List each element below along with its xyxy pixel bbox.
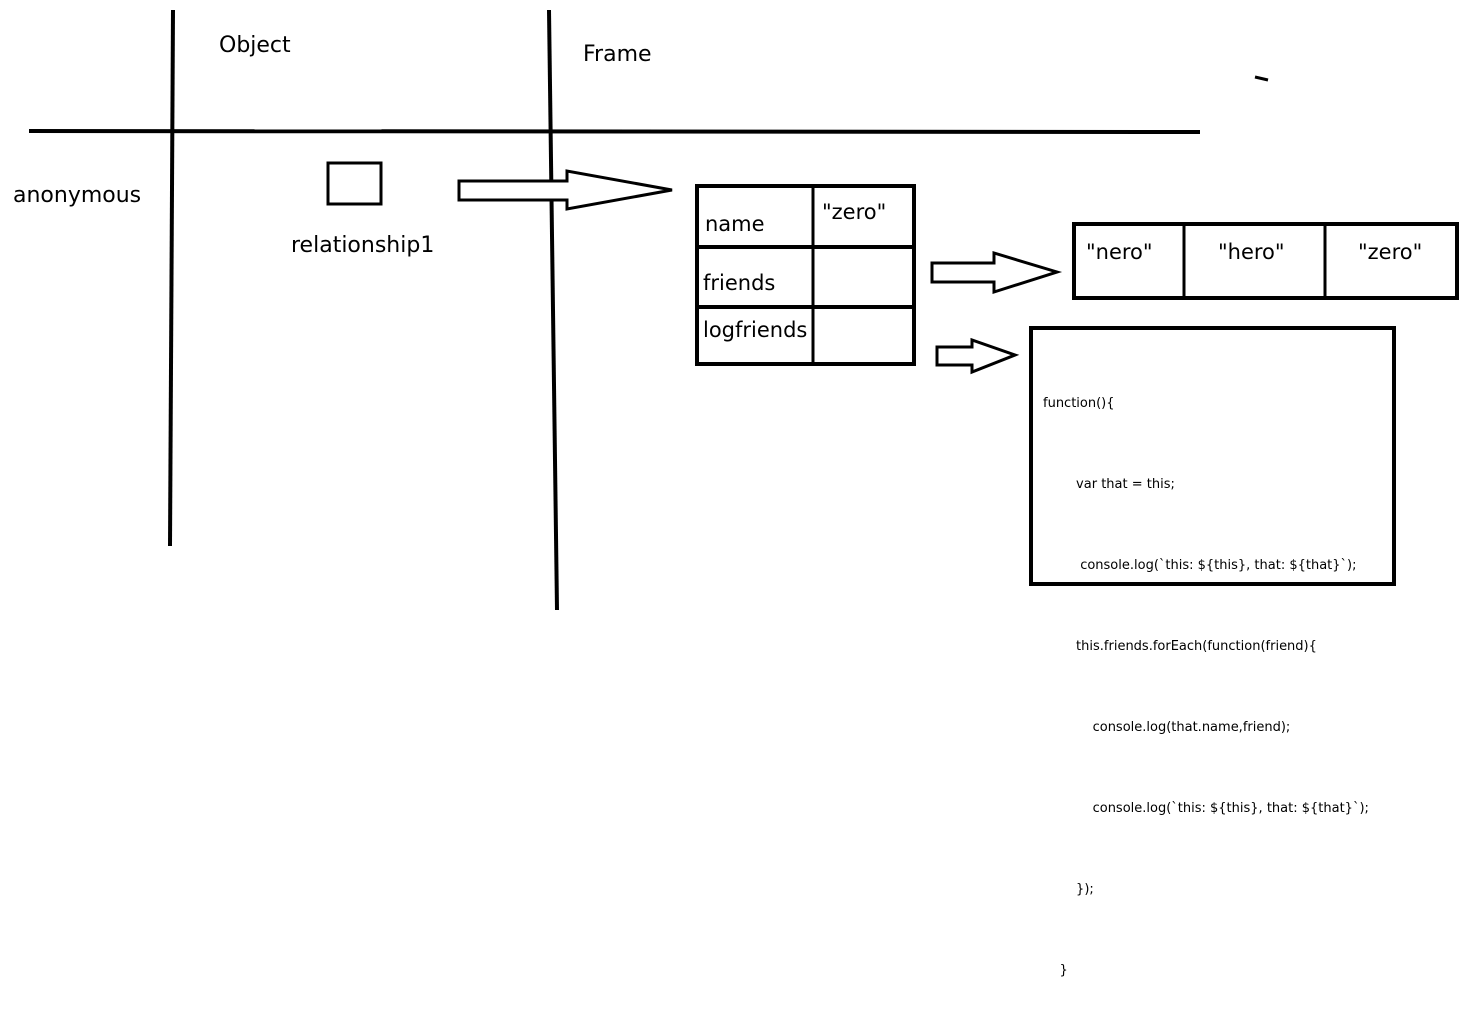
header-object: Object bbox=[219, 33, 291, 58]
code-line: }); bbox=[1043, 882, 1094, 897]
array-item: "hero" bbox=[1218, 240, 1285, 264]
array-item: "nero" bbox=[1086, 240, 1153, 264]
code-line: this.friends.forEach(function(friend){ bbox=[1043, 639, 1317, 654]
arrow-variable-to-frame bbox=[457, 169, 673, 211]
frame-key-logfriends: logfriends bbox=[703, 318, 808, 342]
friends-array-outline bbox=[1072, 222, 1459, 300]
code-line: var that = this; bbox=[1043, 477, 1175, 492]
code-line: function(){ bbox=[1043, 396, 1115, 411]
row-label-anonymous: anonymous bbox=[13, 183, 142, 208]
vertical-divider-frame bbox=[547, 9, 559, 611]
frame-value-name: "zero" bbox=[822, 200, 887, 224]
code-line: } bbox=[1043, 963, 1068, 978]
horizontal-header-divider bbox=[28, 129, 1201, 134]
code-line: console.log(`this: ${this}, that: ${that… bbox=[1043, 801, 1369, 816]
code-line: console.log(`this: ${this}, that: ${that… bbox=[1043, 558, 1357, 573]
diagram-canvas bbox=[28, 9, 1459, 611]
vertical-divider-object bbox=[168, 9, 175, 547]
arrow-friends-to-array bbox=[930, 250, 1063, 295]
frame-key-name: name bbox=[705, 212, 765, 236]
code-line: console.log(that.name,friend); bbox=[1043, 720, 1291, 735]
variable-name: relationship1 bbox=[291, 233, 435, 258]
frame-key-friends: friends bbox=[703, 271, 776, 295]
header-frame: Frame bbox=[583, 42, 652, 67]
variable-box bbox=[326, 161, 383, 206]
stray-mark bbox=[1254, 75, 1269, 82]
function-code: function(){ var that = this; console.log… bbox=[1043, 336, 1369, 1011]
function-box bbox=[1029, 326, 1396, 586]
array-item: "zero" bbox=[1358, 240, 1423, 264]
arrow-logfriends-to-function bbox=[935, 337, 1020, 375]
frame-table-outline bbox=[695, 184, 916, 366]
